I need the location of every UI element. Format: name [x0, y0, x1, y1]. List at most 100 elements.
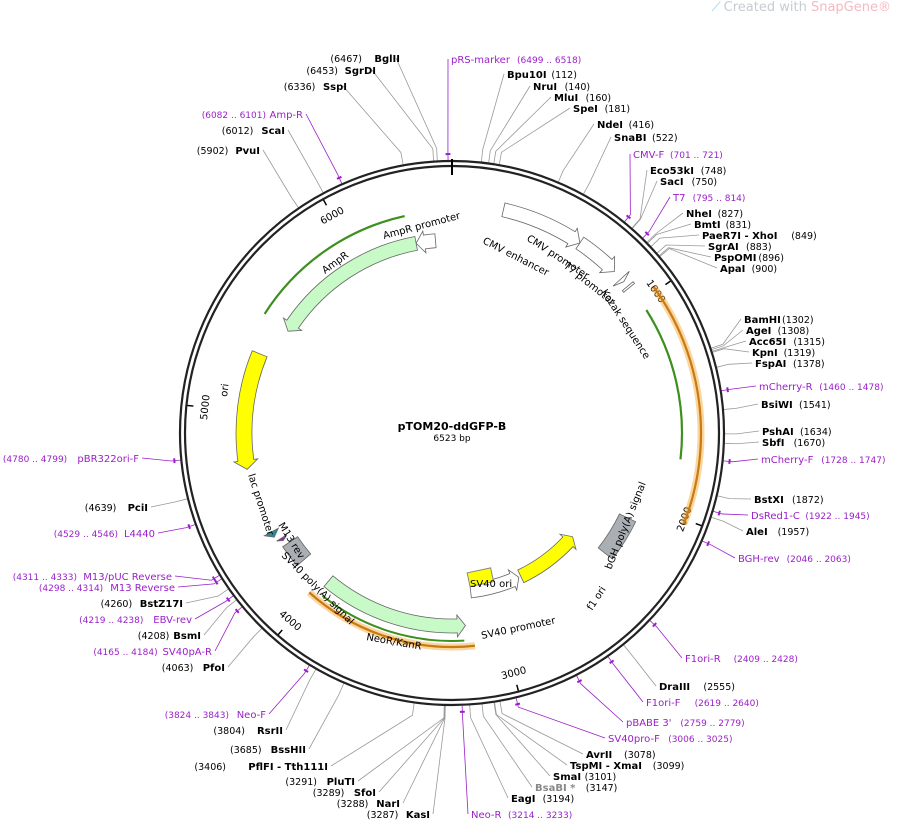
feature-neor-kanr: [323, 575, 466, 639]
enzyme-ndei-position: (416): [629, 120, 655, 131]
primer-leader-line: [214, 606, 243, 652]
feature-mcherry-line: [645, 309, 684, 460]
primer-cmv-f-range: (701 .. 721): [670, 151, 723, 161]
enzyme-acc65i-name: Acc65I: [749, 337, 786, 348]
enzyme-leader-line: [378, 705, 446, 793]
enzyme-saci-position: (750): [692, 177, 718, 188]
enzyme-leader-line: [371, 69, 435, 161]
enzyme-leader-line: [493, 702, 551, 777]
enzyme-leader-line: [659, 247, 712, 258]
enzyme-leader-line: [402, 705, 446, 804]
primer-leader-line: [177, 578, 222, 588]
enzyme-sfoi-name: SfoI: [354, 788, 376, 799]
enzyme-snabi-name: SnaBI: [614, 133, 646, 144]
enzyme-leader-line: [724, 430, 760, 435]
primer-neo-f-name: Neo-F: [237, 710, 267, 721]
primer-leader-line: [515, 698, 606, 739]
enzyme-leader-line: [716, 362, 753, 368]
enzyme-leader-line: [203, 599, 237, 636]
enzyme-apai-name: ApaI: [720, 264, 745, 275]
enzyme-leader-line: [342, 85, 404, 165]
enzyme-fspai-name: FspAI: [755, 359, 786, 370]
enzyme-nari-name: NarI: [376, 799, 400, 810]
enzyme-sspi-name: SspI: [323, 82, 347, 93]
enzyme-bstxi-name: BstXI: [754, 495, 784, 506]
enzyme-leader-line: [488, 85, 531, 163]
enzyme-pspomi-position: (896): [758, 253, 784, 264]
enzyme-pvui-position: (5902): [197, 146, 229, 157]
enzyme-fspai-position: (1378): [793, 359, 825, 370]
enzyme-leader-line: [357, 705, 445, 782]
enzyme-pspomi-name: PspOMI: [714, 253, 756, 264]
feature-kozak-sequence: [621, 281, 636, 293]
enzyme-sgrdi-name: SgrDI: [345, 66, 376, 77]
primer-f1ori-r-range: (2409 .. 2428): [734, 655, 798, 665]
enzyme-spei-name: SpeI: [573, 104, 598, 115]
primer-dsred1-c-range: (1922 .. 1945): [805, 512, 869, 522]
enzyme-bsmi-position: (4208): [138, 631, 170, 642]
primer-bgh-rev-name: BGH-rev: [738, 554, 780, 565]
feature-ddgfp-b-line: [652, 286, 703, 525]
feature-ampr: [282, 236, 418, 332]
primer-ebv-rev-name: EBV-rev: [153, 615, 192, 626]
enzyme-draiii-position: (2555): [703, 682, 735, 693]
enzyme-sbfi-position: (1670): [794, 438, 826, 449]
feature-ori: [232, 350, 268, 470]
enzyme-apai-position: (900): [752, 264, 778, 275]
feature-t7-promoter: [612, 270, 630, 287]
enzyme-leader-line: [285, 669, 317, 731]
enzyme-bstxi-position: (1872): [792, 495, 824, 506]
enzyme-bamhi-name: BamHI: [744, 315, 781, 326]
enzyme-eagi-position: (3194): [543, 794, 575, 805]
enzyme-pcii-name: PciI: [128, 503, 148, 514]
enzyme-paer7i-xhoi-name: PaeR7I - XhoI: [702, 231, 778, 242]
enzyme-nrui-position: (140): [565, 82, 591, 93]
enzyme-alei-position: (1957): [778, 527, 810, 538]
enzyme-bmti-position: (831): [726, 220, 752, 231]
primer-leader-line: [305, 113, 343, 184]
feature-label-lacprom: lac promoter: [245, 473, 276, 538]
feature-ampr-promoter: [415, 229, 437, 254]
enzyme-leader-line: [308, 683, 345, 750]
primer-leader-line: [157, 524, 195, 534]
enzyme-pluti-name: PluTI: [327, 777, 355, 788]
enzyme-pvui-name: PvuI: [235, 146, 260, 157]
enzyme-leader-line: [558, 123, 595, 182]
feature-cmv-enhancer: [501, 202, 581, 248]
primer-sv40pa-r-name: SV40pA-R: [163, 647, 212, 658]
enzyme-leader-line: [711, 517, 744, 532]
enzyme-kasi-position: (3287): [367, 810, 399, 821]
feature-neo-line: [308, 591, 476, 649]
enzyme-sgrdi-position: (6453): [306, 66, 338, 77]
enzyme-sfoi-position: (3289): [313, 788, 345, 799]
primer-pbr322ori-f-range: (4780 .. 4799): [3, 455, 67, 465]
primer-cmv-f-name: CMV-F: [633, 150, 664, 161]
enzyme-bsmi-name: BsmI: [173, 631, 201, 642]
enzyme-leader-line: [723, 403, 759, 410]
enzyme-leader-line: [480, 73, 505, 162]
primer-amp-r-range: (6082 .. 6101): [202, 111, 266, 121]
enzyme-mlui-position: (160): [586, 93, 612, 104]
feature-m13-rev: [276, 534, 288, 542]
enzyme-bmti-name: BmtI: [694, 220, 721, 231]
enzyme-nari-position: (3288): [337, 799, 369, 810]
primer-leader-line: [461, 705, 469, 815]
enzyme-sspi-position: (6336): [284, 82, 316, 93]
enzyme-pflfi-tth111i-position: (3406): [194, 762, 226, 773]
enzyme-scai-name: ScaI: [261, 126, 285, 137]
enzyme-paer7i-xhoi-position: (849): [791, 231, 817, 242]
enzyme-leader-line: [330, 703, 415, 767]
feature-label-kozak: Kozak sequence: [598, 288, 651, 362]
enzyme-leader-line: [499, 701, 584, 755]
enzyme-leader-line: [659, 248, 718, 269]
primer-t7-name: T7: [672, 193, 685, 204]
enzyme-avrii-name: AvrII: [586, 750, 612, 761]
enzyme-leader-line: [717, 495, 752, 500]
enzyme-sgrai-position: (883): [746, 242, 772, 253]
primer-neo-r-range: (3214 .. 3233): [508, 811, 572, 821]
watermark-prefix: Created with: [723, 0, 811, 15]
primer-prs-marker-range: (6499 .. 6518): [517, 56, 581, 66]
enzyme-rsrii-name: RsrII: [257, 726, 283, 737]
enzyme-bpu10i-name: Bpu10I: [507, 70, 547, 81]
